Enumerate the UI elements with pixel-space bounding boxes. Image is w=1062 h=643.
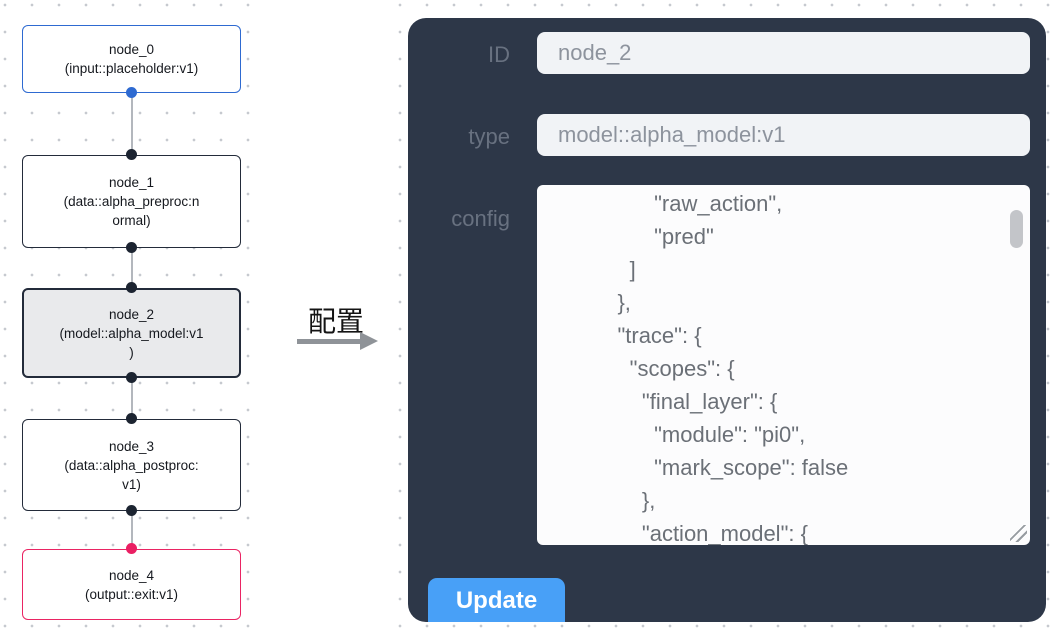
node-title: node_3: [108, 438, 155, 454]
edge-connector: [131, 378, 133, 419]
config-json-text: "raw_action", "pred" ] }, "trace": { "sc…: [617, 191, 849, 545]
flow-node-node_4[interactable]: node_4 (output::exit:v1): [22, 549, 241, 620]
scrollbar-thumb[interactable]: [1010, 210, 1023, 248]
node-title: node_2: [108, 306, 155, 322]
id-field-label: ID: [488, 42, 510, 67]
connection-port-icon[interactable]: [126, 372, 137, 383]
edge-connector: [131, 93, 133, 155]
type-input[interactable]: [537, 114, 1030, 156]
id-input[interactable]: [537, 32, 1030, 74]
right-arrow-head-icon: [360, 332, 378, 350]
node-subtitle: (output::exit:v1): [84, 586, 179, 602]
config-textarea[interactable]: "raw_action", "pred" ] }, "trace": { "sc…: [537, 185, 1030, 545]
flow-node-node_0[interactable]: node_0 (input::placeholder:v1): [22, 25, 241, 93]
right-arrow-icon: [297, 339, 361, 344]
update-button[interactable]: Update: [428, 578, 565, 622]
connection-port-icon[interactable]: [126, 87, 137, 98]
resize-handle-icon[interactable]: [1010, 525, 1027, 542]
node-subtitle: (model::alpha_model:v1 ): [59, 325, 204, 360]
connection-port-icon[interactable]: [126, 242, 137, 253]
flow-node-node_3[interactable]: node_3 (data::alpha_postproc: v1): [22, 419, 241, 511]
connection-port-icon[interactable]: [126, 413, 137, 424]
edge-connector: [131, 511, 133, 549]
connection-port-icon[interactable]: [126, 543, 137, 554]
node-subtitle: (data::alpha_postproc: v1): [64, 457, 199, 492]
connection-port-icon[interactable]: [126, 282, 137, 293]
connection-port-icon[interactable]: [126, 149, 137, 160]
node-subtitle: (input::placeholder:v1): [64, 61, 199, 76]
flow-node-node_1[interactable]: node_1 (data::alpha_preproc:n ormal): [22, 155, 241, 248]
config-field-label: config: [451, 206, 510, 231]
node-title: node_1: [108, 175, 155, 190]
edge-connector: [131, 248, 133, 288]
configure-arrow-label: 配置: [307, 306, 364, 337]
flow-node-node_2-selected[interactable]: node_2 (model::alpha_model:v1 ): [22, 288, 241, 378]
node-title: node_4: [108, 567, 155, 583]
node-config-panel: ID type config "raw_action", "pred" ] },…: [408, 18, 1046, 622]
type-field-label: type: [468, 124, 510, 149]
node-subtitle: (data::alpha_preproc:n ormal): [63, 194, 200, 228]
node-title: node_0: [108, 42, 155, 57]
connection-port-icon[interactable]: [126, 505, 137, 516]
